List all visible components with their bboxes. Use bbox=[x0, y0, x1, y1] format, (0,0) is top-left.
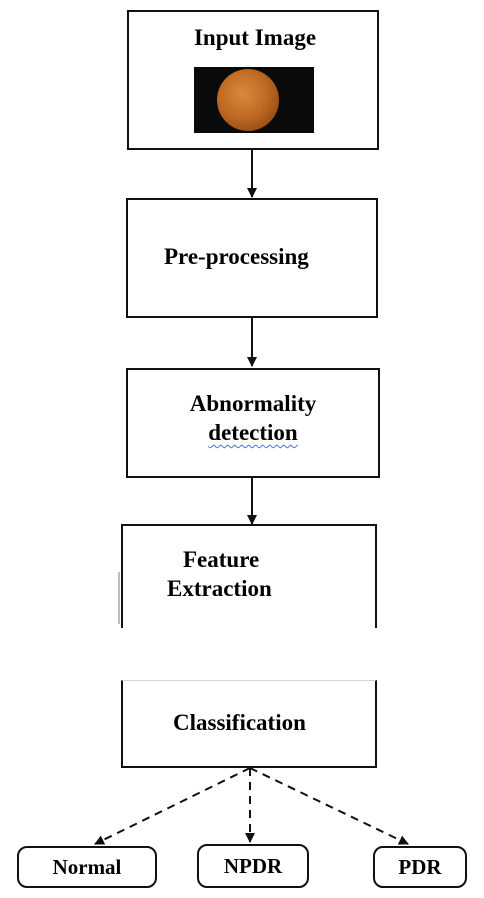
retinal-fundus-image-icon bbox=[217, 69, 279, 131]
feature-label-line2: Extraction bbox=[167, 575, 272, 601]
outcome-npdr-label: NPDR bbox=[223, 853, 283, 878]
outcome-npdr-box: NPDR bbox=[197, 844, 309, 888]
abnormality-detection-box: Abnormality detection bbox=[126, 368, 380, 478]
preprocessing-label: Pre-processing bbox=[164, 244, 309, 269]
outcome-pdr-label: PDR bbox=[398, 854, 442, 879]
feature-extraction-box: Feature Extraction bbox=[121, 524, 377, 628]
input-image-label: Input Image bbox=[193, 25, 317, 50]
abnormality-label-line1: Abnormality bbox=[189, 391, 317, 416]
outcome-pdr-box: PDR bbox=[373, 846, 467, 888]
fundus-image-frame bbox=[194, 67, 314, 133]
feature-extraction-label: Feature Extraction bbox=[167, 546, 272, 604]
abnormality-detection-label: Abnormality detection bbox=[128, 390, 378, 448]
input-image-box: Input Image bbox=[127, 10, 379, 150]
outcome-normal-box: Normal bbox=[17, 846, 157, 888]
outcome-normal-label: Normal bbox=[52, 854, 122, 879]
feature-label-line1: Feature bbox=[183, 547, 260, 572]
classification-box: Classification bbox=[121, 680, 377, 768]
feature-box-left-edge-fragment bbox=[118, 572, 120, 624]
dashed-arrow-to-pdr bbox=[249, 767, 409, 845]
detection-text: detection bbox=[208, 419, 298, 445]
dashed-arrow-to-normal bbox=[94, 767, 251, 845]
classification-label: Classification bbox=[173, 710, 306, 735]
preprocessing-box: Pre-processing bbox=[126, 198, 378, 318]
abnormality-label-line2: detection bbox=[128, 419, 378, 448]
